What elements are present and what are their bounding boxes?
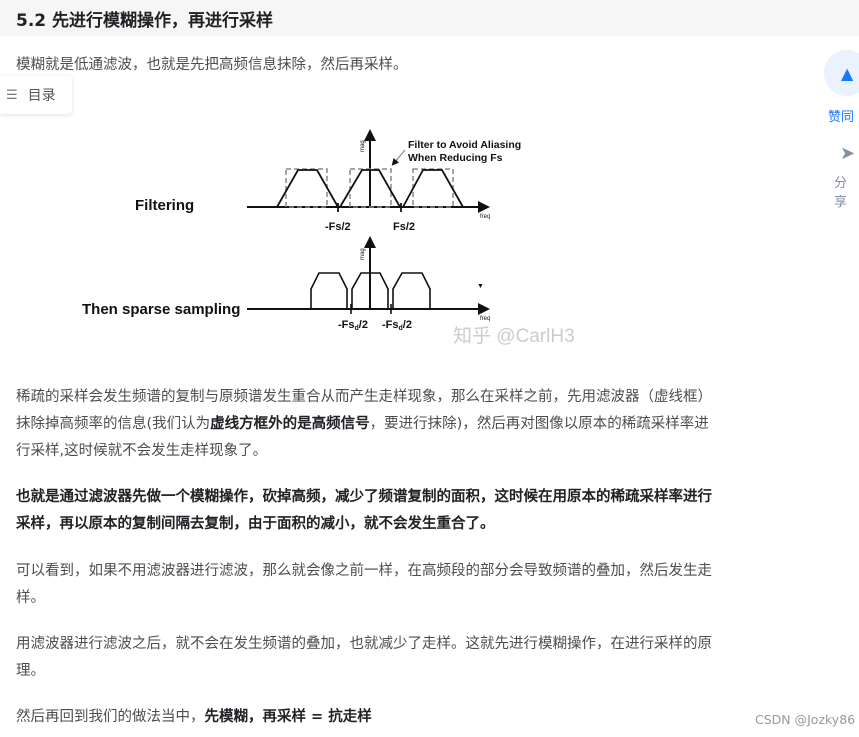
filtering-label: Filtering [135, 197, 194, 214]
csdn-watermark: CSDN @Jozky86 [755, 712, 856, 727]
paragraph-5: 用滤波器进行滤波之后，就不会在发生频谱的叠加，也就减少了走样。这就先进行模糊操作… [16, 636, 712, 679]
section-heading: 5.2 先进行模糊操作，再进行采样 [16, 11, 274, 31]
like-button[interactable]: ▲ [824, 50, 859, 96]
heading-band [0, 0, 859, 36]
zhihu-watermark: 知乎 @CarlH3 [453, 325, 575, 347]
share-label[interactable]: 分享 [834, 176, 848, 210]
toc-button[interactable]: ☰ 目录 [0, 76, 72, 114]
tick-neg-fsd2-right: -Fsd/2 [382, 319, 412, 332]
tick-neg-fsd2-left: -Fsd/2 [338, 319, 368, 332]
spectra-bottom [310, 272, 431, 314]
paragraph-3-bold: 也就是通过滤波器先做一个模糊操作，砍掉高频，减少了频谱复制的面积，这时候在用原本… [16, 489, 712, 532]
list-icon: ☰ [6, 87, 18, 103]
paragraph-2: 稀疏的采样会发生频谱的复制与原频谱发生重合从而产生走样现象，那么在采样之前，先用… [16, 389, 712, 459]
x-axis-label-bottom: freq [480, 316, 490, 322]
annotation-line-1: Filter to Avoid Aliasing [408, 139, 521, 151]
marker-glyph: ▼ [477, 283, 484, 290]
toc-label: 目录 [27, 88, 56, 104]
tick-pos-fs2: Fs/2 [393, 221, 415, 233]
tick-neg-fs2: -Fs/2 [325, 221, 351, 233]
y-axis-label-top: mag [360, 140, 366, 152]
share-icon[interactable]: ➤ [840, 143, 856, 164]
annotation-line-2: When Reducing Fs [408, 152, 503, 164]
paragraph-6: 然后再回到我们的做法当中，先模糊，再采样 = 抗走样 [16, 709, 372, 725]
paragraph-1: 模糊就是低通滤波，也就是先把高频信息抹除，然后再采样。 [16, 57, 408, 73]
sparse-sampling-label: Then sparse sampling [82, 301, 240, 318]
x-axis-label-top: freq [480, 214, 490, 220]
like-label[interactable]: 赞同 [828, 110, 855, 125]
aliasing-figure: Filtering -Fs/2 Fs/2 freq mag Filter to … [82, 129, 575, 347]
upvote-icon: ▲ [841, 64, 854, 83]
spectra-top [276, 169, 464, 212]
paragraph-4: 可以看到，如果不用滤波器进行滤波，那么就会像之前一样，在高频段的部分会导致频谱的… [16, 563, 712, 606]
y-axis-label-bottom: mag [360, 248, 366, 260]
annotation-arrow [391, 149, 406, 166]
